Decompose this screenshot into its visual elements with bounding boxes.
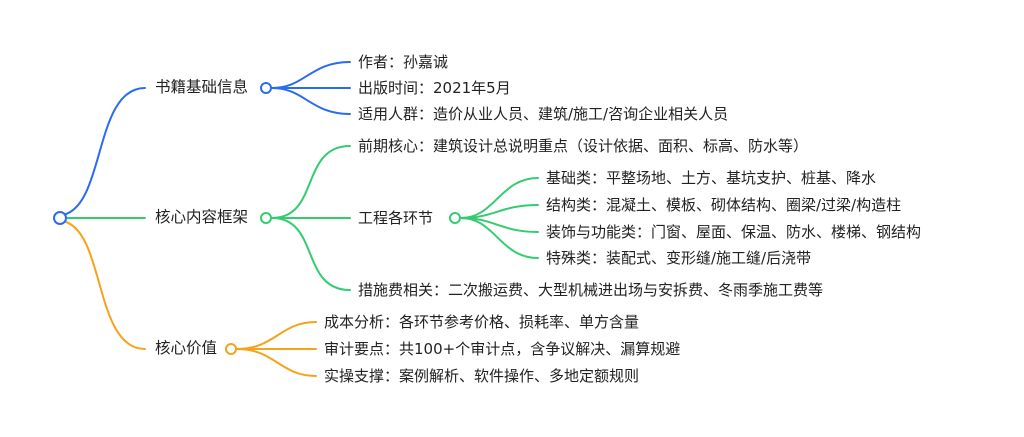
core-content-collapse-circle[interactable] — [260, 212, 272, 224]
basic-info-collapse-circle[interactable] — [260, 82, 272, 94]
link-basic-audience — [271, 87, 351, 115]
link-stage-special — [460, 217, 539, 259]
link-basic-author — [271, 61, 351, 89]
node-measures-fees[interactable]: 措施费相关：二次搬运费、大型机械进出场与安拆费、冬雨季施工费等 — [358, 281, 824, 299]
node-stage-decoration[interactable]: 装饰与功能类：门窗、屋面、保温、防水、楼梯、钢结构 — [546, 223, 922, 241]
node-stage-structure[interactable]: 结构类：混凝土、模板、砌体结构、圈梁/过梁/构造柱 — [546, 196, 902, 214]
node-practice-support[interactable]: 实操支撑：案例解析、软件操作、多地定额规则 — [324, 367, 640, 385]
link-value-cost — [236, 321, 317, 350]
branch-basic-info[interactable]: 书籍基础信息 — [155, 78, 249, 96]
node-audience[interactable]: 适用人群：造价从业人员、建筑/施工/咨询企业相关人员 — [358, 105, 729, 123]
link-root-basic-info — [65, 87, 146, 215]
link-core-early — [271, 145, 351, 219]
link-value-practice — [236, 348, 317, 377]
node-publish-date[interactable]: 出版时间：2021年5月 — [358, 79, 511, 97]
node-author[interactable]: 作者：孙嘉诚 — [358, 53, 449, 71]
stages-collapse-circle[interactable] — [449, 212, 461, 224]
core-value-collapse-circle[interactable] — [225, 343, 237, 355]
node-stage-special[interactable]: 特殊类：装配式、变形缝/施工缝/后浇带 — [546, 249, 812, 267]
node-cost-analysis[interactable]: 成本分析：各环节参考价格、损耗率、单方含量 — [324, 313, 640, 331]
link-root-core-value — [65, 221, 146, 350]
node-project-stages[interactable]: 工程各环节 — [358, 209, 434, 227]
node-early-core[interactable]: 前期核心：建筑设计总说明重点（设计依据、面积、标高、防水等） — [358, 137, 809, 155]
branch-core-content[interactable]: 核心内容框架 — [155, 208, 249, 226]
root-node-circle[interactable] — [53, 211, 67, 225]
link-core-measures — [271, 217, 351, 291]
node-stage-foundation[interactable]: 基础类：平整场地、土方、基坑支护、桩基、降水 — [546, 169, 877, 187]
node-audit-points[interactable]: 审计要点：共100+个审计点，含争议解决、漏算规避 — [324, 340, 681, 358]
branch-core-value[interactable]: 核心价值 — [155, 339, 218, 357]
